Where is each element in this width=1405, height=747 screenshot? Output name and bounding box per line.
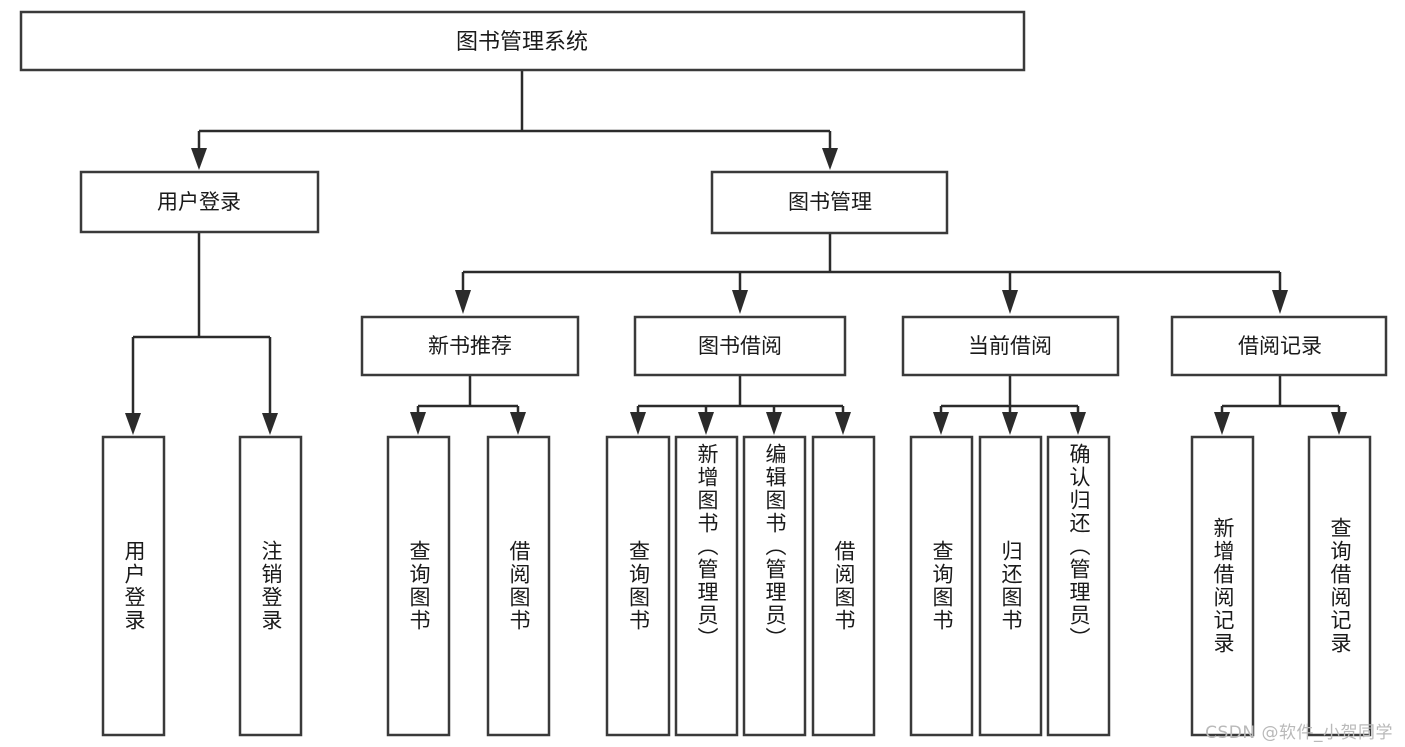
arrow-icon-nb-1	[410, 412, 426, 435]
leaf-box-current-borrow-1[interactable]	[978, 435, 1043, 737]
node-current-borrow[interactable]: 当前借阅	[901, 315, 1120, 377]
arrow-icon-bm-2	[732, 290, 748, 314]
node-user-login[interactable]: 用户登录	[79, 170, 320, 234]
node-user-login-box[interactable]	[79, 170, 320, 234]
arrow-icon-bb-1	[630, 412, 646, 435]
leaf-box-borrow-record-1[interactable]	[1307, 435, 1372, 737]
leaf-box-book-borrow-0[interactable]	[605, 435, 671, 737]
arrow-icon-bm-4	[1272, 290, 1288, 314]
arrow-icon-bb-4	[835, 412, 851, 435]
connector-group-new-book	[410, 375, 526, 435]
leaf-box-current-borrow-0[interactable]	[909, 435, 974, 737]
leaf-box-borrow-record-0[interactable]	[1190, 435, 1255, 737]
arrow-icon-root-2	[822, 148, 838, 170]
connector-group-book-borrow	[630, 375, 851, 435]
leaf-box-new-book-1[interactable]	[486, 435, 551, 737]
node-new-book-recommend[interactable]: 新书推荐	[360, 315, 580, 377]
node-root-box[interactable]	[19, 10, 1026, 72]
node-current-borrow-label: 当前借阅	[968, 334, 1052, 358]
node-root[interactable]: 图书管理系统	[19, 10, 1026, 72]
node-book-borrow[interactable]: 图书借阅	[633, 315, 847, 377]
leaf-box-book-borrow-1[interactable]	[674, 435, 739, 737]
arrow-icon-cb-2	[1002, 412, 1018, 435]
leaf-box-user-login-0[interactable]	[101, 435, 166, 737]
arrow-icon-bm-3	[1002, 290, 1018, 314]
arrow-icon-cb-1	[933, 412, 949, 435]
node-new-book-recommend-box[interactable]	[360, 315, 580, 377]
node-current-borrow-box[interactable]	[901, 315, 1120, 377]
arrow-icon-br-1	[1214, 412, 1230, 435]
node-book-borrow-box[interactable]	[633, 315, 847, 377]
connector-group-current-borrow	[933, 375, 1086, 435]
arrow-icon-ul-2	[262, 413, 278, 435]
node-new-book-recommend-label: 新书推荐	[428, 334, 512, 358]
connector-group-borrow-record	[1214, 375, 1347, 435]
leaf-box-user-login-1[interactable]	[238, 435, 303, 737]
arrow-icon-ul-1	[125, 413, 141, 435]
leaf-box-current-borrow-2[interactable]	[1046, 435, 1111, 737]
arrow-icon-bm-1	[455, 290, 471, 314]
connector-group-user-login	[125, 232, 278, 435]
node-book-borrow-label: 图书借阅	[698, 334, 782, 358]
connector-group-book-manage	[455, 233, 1288, 314]
arrow-icon-nb-2	[510, 412, 526, 435]
watermark-label: CSDN @软件_小贺同学	[1205, 723, 1393, 743]
node-root-label: 图书管理系统	[456, 30, 588, 55]
arrow-icon-bb-3	[766, 412, 782, 435]
arrow-icon-root-1	[191, 148, 207, 170]
node-borrow-record[interactable]: 借阅记录	[1170, 315, 1388, 377]
arrow-icon-br-2	[1331, 412, 1347, 435]
node-user-login-label: 用户登录	[157, 190, 241, 214]
leaf-box-new-book-0[interactable]	[386, 435, 451, 737]
arrow-icon-cb-3	[1070, 412, 1086, 435]
leaf-box-book-borrow-3[interactable]	[811, 435, 876, 737]
arrow-icon-bb-2	[698, 412, 714, 435]
leaf-box-book-borrow-2[interactable]	[742, 435, 807, 737]
node-book-manage[interactable]: 图书管理	[710, 170, 949, 235]
node-book-manage-label: 图书管理	[788, 190, 872, 214]
node-borrow-record-label: 借阅记录	[1238, 334, 1322, 358]
connector-group-root	[191, 70, 838, 170]
node-book-manage-box[interactable]	[710, 170, 949, 235]
node-borrow-record-box[interactable]	[1170, 315, 1388, 377]
